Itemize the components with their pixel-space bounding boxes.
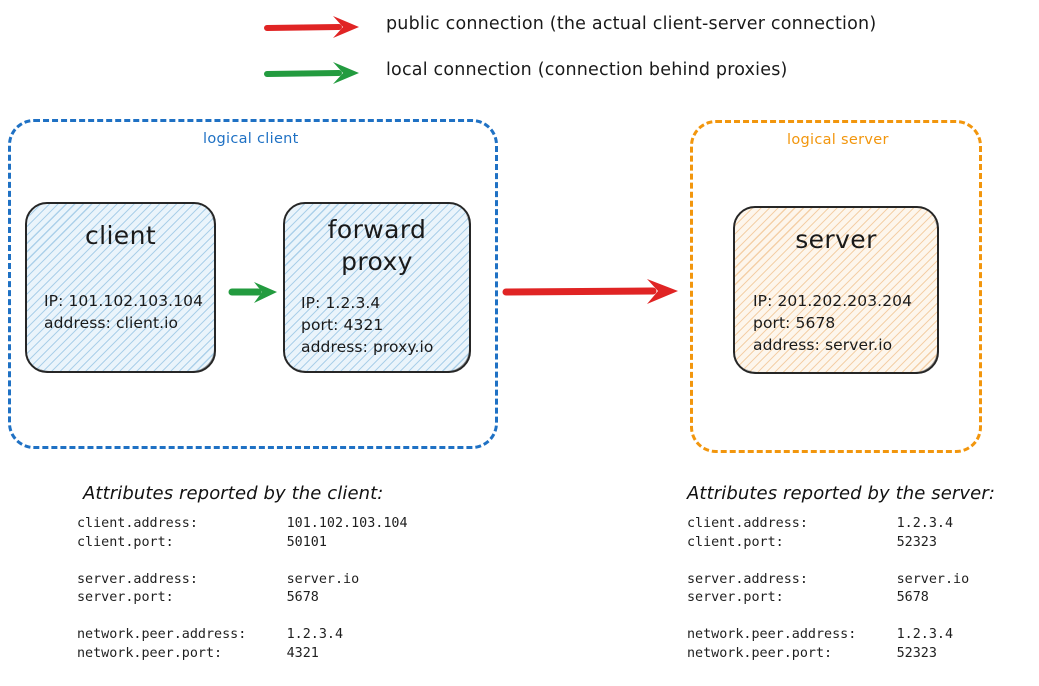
table-row-spacer bbox=[77, 608, 408, 627]
attribute-key: network.peer.address: bbox=[77, 627, 247, 642]
server-attributes-heading: Attributes reported by the server: bbox=[687, 483, 995, 504]
table-row-spacer bbox=[687, 608, 969, 627]
node-server-props: IP: 201.202.203.204 port: 5678 address: … bbox=[753, 292, 913, 354]
node-client-props: IP: 101.102.103.104 address: client.io bbox=[44, 292, 204, 332]
attribute-value: 1.2.3.4 bbox=[896, 516, 954, 531]
table-row: client.address: 101.102.103.104 bbox=[77, 515, 408, 534]
table-row: server.address: server.io bbox=[77, 571, 408, 590]
attribute-value: server.io bbox=[896, 571, 970, 587]
table-row: server.port: 5678 bbox=[687, 589, 969, 608]
logical-client-container bbox=[8, 119, 498, 449]
table-row-spacer bbox=[77, 552, 408, 571]
table-row: client.port: 50101 bbox=[77, 534, 408, 553]
table-row: client.address: 1.2.3.4 bbox=[687, 515, 969, 534]
legend-label-public: public connection (the actual client-ser… bbox=[386, 14, 877, 34]
attribute-value: 5678 bbox=[896, 590, 929, 605]
attribute-value: server.io bbox=[286, 571, 360, 587]
green-arrow-icon bbox=[264, 62, 359, 84]
attribute-key: client.address: bbox=[687, 516, 808, 531]
attribute-value: 1.2.3.4 bbox=[286, 627, 344, 642]
table-row: network.peer.address: 1.2.3.4 bbox=[687, 626, 969, 645]
attribute-value: 5678 bbox=[286, 590, 319, 605]
attribute-key: server.address: bbox=[77, 571, 198, 587]
attribute-key: network.peer.port: bbox=[687, 645, 833, 661]
logical-server-container bbox=[690, 120, 982, 453]
node-forward-proxy-props: IP: 1.2.3.4 port: 4321 address: proxy.io bbox=[301, 294, 434, 356]
server-attributes-table: client.address: 1.2.3.4 client.port: 52323 s… bbox=[687, 515, 969, 663]
attribute-key: server.port: bbox=[687, 590, 784, 605]
table-row: network.peer.address: 1.2.3.4 bbox=[77, 626, 408, 645]
table-row: network.peer.port: 4321 bbox=[77, 645, 408, 664]
node-client-title: client bbox=[84, 221, 157, 250]
attribute-key: client.port: bbox=[77, 534, 174, 550]
node-server-title: server bbox=[795, 225, 877, 254]
table-row: network.peer.port: 52323 bbox=[687, 645, 969, 664]
node-client: client IP: 101.102.103.104 address: clie… bbox=[25, 202, 216, 373]
client-attributes-heading: Attributes reported by the client: bbox=[83, 483, 384, 504]
table-row: client.port: 52323 bbox=[687, 534, 969, 553]
attribute-value: 50101 bbox=[286, 534, 327, 550]
attribute-value: 101.102.103.104 bbox=[286, 516, 408, 531]
red-arrow-icon bbox=[264, 16, 359, 38]
attribute-value: 52323 bbox=[896, 645, 937, 661]
attribute-value: 52323 bbox=[896, 534, 937, 550]
logical-client-label: logical client bbox=[203, 131, 299, 147]
attribute-key: server.port: bbox=[77, 590, 174, 605]
client-attributes-table: client.address: 101.102.103.104 client.por… bbox=[77, 515, 408, 663]
table-row-spacer bbox=[687, 552, 969, 571]
node-forward-proxy-title: forward proxy bbox=[327, 215, 427, 276]
attribute-value: 1.2.3.4 bbox=[896, 627, 954, 642]
table-row: server.port: 5678 bbox=[77, 589, 408, 608]
arrow-public-proxy-to-server bbox=[502, 279, 678, 304]
attribute-value: 4321 bbox=[286, 645, 319, 661]
attribute-key: client.address: bbox=[77, 516, 198, 531]
node-server: server IP: 201.202.203.204 port: 5678 ad… bbox=[733, 206, 939, 374]
logical-server-label: logical server bbox=[787, 132, 889, 148]
attribute-key: client.port: bbox=[687, 534, 784, 550]
legend-label-local: local connection (connection behind prox… bbox=[386, 60, 788, 80]
attribute-key: network.peer.address: bbox=[687, 627, 857, 642]
arrow-local-client-to-proxy bbox=[228, 282, 277, 303]
table-row: server.address: server.io bbox=[687, 571, 969, 590]
node-forward-proxy: forward proxy IP: 1.2.3.4 port: 4321 add… bbox=[283, 202, 471, 373]
attribute-key: network.peer.port: bbox=[77, 645, 223, 661]
attribute-key: server.address: bbox=[687, 571, 808, 587]
